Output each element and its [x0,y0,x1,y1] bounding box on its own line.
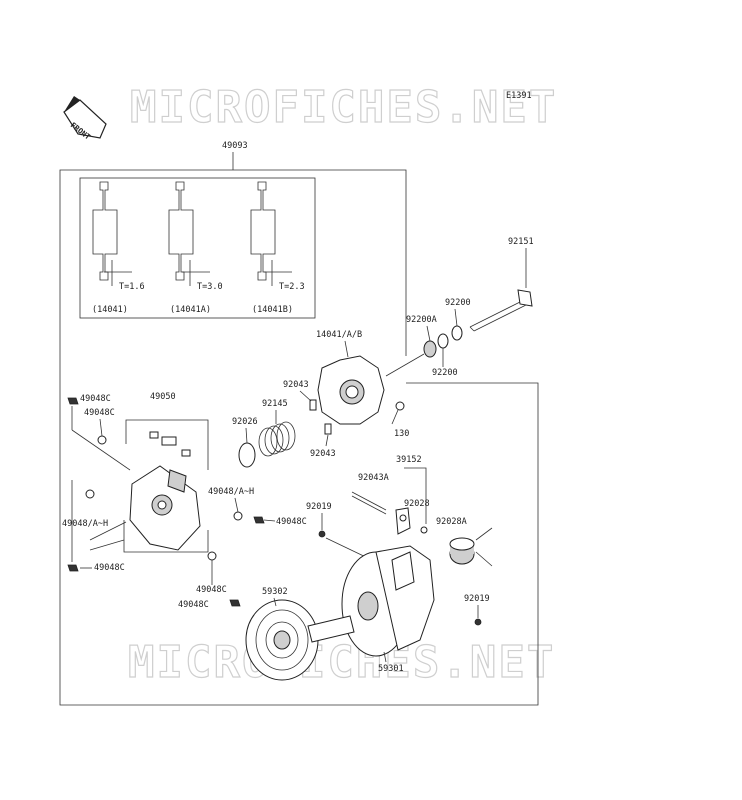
roller-92028 [395,507,411,535]
tolerance-3: T=2.3 [279,282,305,292]
movable-sheave-59301 [341,545,435,657]
cam-arm-assembly [129,465,201,551]
assembly-label: 49093 [222,141,248,151]
label-92145: 92145 [262,399,288,409]
diagram-code: E1391 [506,91,532,101]
nut-49048AH-1 [233,511,243,521]
watermark-bottom: MICROFICHES.NET [128,637,555,688]
nut-49048C-2 [97,435,107,445]
label-49050: 49050 [150,392,176,402]
label-92043-upper: 92043 [283,380,309,390]
shim-label-14041B: (14041B) [252,305,293,315]
label-92200-top: 92200 [445,298,471,308]
label-59302: 59302 [262,587,288,597]
shim-inset-box [79,177,316,319]
front-arrow-icon: FRONT [63,96,107,142]
spider-14041 [317,355,385,425]
label-92200-bottom: 92200 [432,368,458,378]
bracket-lower [123,520,209,553]
label-14041AB: 14041/A/B [316,330,362,340]
nut-49048C-3 [253,516,265,524]
pin-92043-upper [309,399,317,411]
label-49048C-3: 49048C [276,517,307,527]
bracket-39152 [404,467,427,524]
nut-49048C-6 [229,599,241,607]
shaft-92043A [351,491,387,511]
label-49048C-4: 49048C [94,563,125,573]
washer-92200 [451,325,463,341]
assembly-outline [59,169,539,706]
nut-49048AH-2 [85,489,95,499]
washer-92200-lower [437,333,449,349]
label-130: 130 [394,429,409,439]
label-49048C-5: 49048C [196,585,227,595]
bearing-92200A [423,340,437,358]
ring-92026 [238,442,256,468]
nut-92019-lower [474,618,482,626]
nut-49048C-4 [67,564,79,572]
nut-49048C-5 [207,551,217,561]
label-49048C-6: 49048C [178,600,209,610]
shim-label-14041: (14041) [92,305,128,315]
bolt-92151 [469,289,533,332]
shim-14041A [168,181,210,286]
label-92151: 92151 [508,237,534,247]
label-92019-upper: 92019 [306,502,332,512]
label-49048C-2: 49048C [84,408,115,418]
label-92019-lower: 92019 [464,594,490,604]
nut-92028 [420,526,428,534]
label-49048C-1: 49048C [80,394,111,404]
label-49048AH-1: 49048/A~H [208,487,254,497]
label-92026: 92026 [232,417,258,427]
label-59301: 59301 [378,664,404,674]
pin-92043-lower [324,423,332,435]
fixed-sheave-59302 [245,599,355,681]
tolerance-1: T=1.6 [119,282,145,292]
label-92200A: 92200A [406,315,437,325]
label-49048AH-2: 49048/A~H [62,519,108,529]
nut-92019-upper [318,530,326,538]
shim-14041 [92,181,132,286]
bracket-49050 [125,419,209,470]
shim-label-14041A: (14041A) [170,305,211,315]
label-92028: 92028 [404,499,430,509]
label-92028A: 92028A [436,517,467,527]
label-39152: 39152 [396,455,422,465]
roller-pins [149,431,191,457]
shim-14041B [250,181,292,286]
label-92043-lower: 92043 [310,449,336,459]
spring-92145 [258,421,296,457]
screw-130 [391,401,405,425]
watermark-top: MICROFICHES.NET [130,82,557,133]
tolerance-2: T=3.0 [197,282,223,292]
label-92043A: 92043A [358,473,389,483]
nut-49048C-1 [67,397,79,405]
bushing-92028A [449,537,475,565]
